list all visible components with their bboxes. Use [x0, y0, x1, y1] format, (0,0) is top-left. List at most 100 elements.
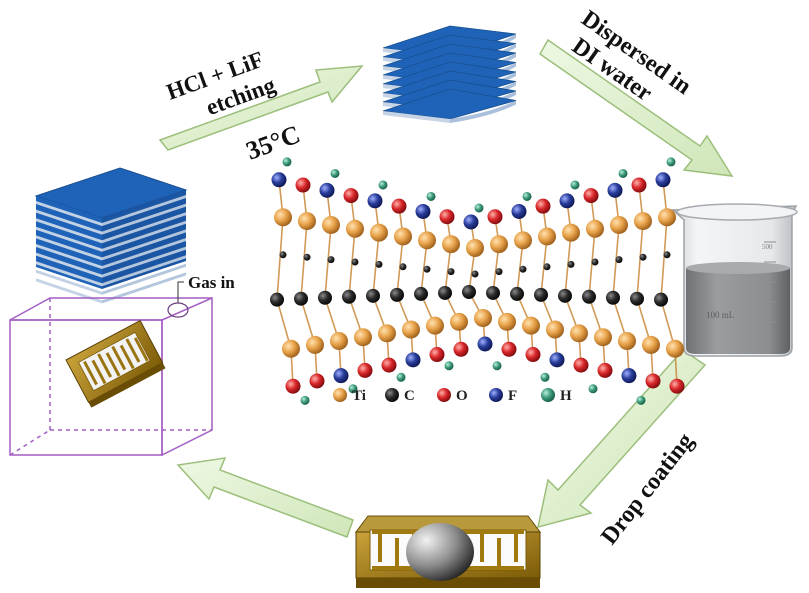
c-atom: [351, 258, 359, 266]
f-atom: [463, 214, 479, 230]
c-atom: [606, 290, 620, 305]
h-atom: [426, 191, 436, 201]
c-atom: [582, 289, 596, 304]
gas-in-label: Gas in: [188, 273, 235, 292]
o-atom: [453, 341, 469, 357]
ti-atom: [322, 215, 340, 234]
ti-atom: [442, 235, 460, 254]
c-atom: [543, 263, 551, 271]
arrow-dispersion: [539, 38, 734, 177]
ti-atom: [274, 208, 292, 227]
process-arrows: [158, 38, 734, 538]
ti-atom: [354, 328, 372, 347]
max-phase-stack: [34, 167, 188, 304]
c-atom: [390, 287, 404, 302]
c-atom: [462, 285, 476, 299]
ti-atom: [394, 227, 412, 246]
legend-label-o: O: [456, 388, 468, 404]
c-atom: [270, 292, 284, 307]
gas-chamber: [9, 281, 213, 457]
c-atom: [654, 292, 668, 307]
beaker-volume-label: 100 mL: [706, 310, 734, 320]
f-atom: [559, 193, 575, 209]
ti-atom: [450, 312, 468, 331]
o-atom: [391, 198, 407, 214]
o-atom: [631, 177, 647, 193]
legend-label-ti: Ti: [352, 388, 366, 404]
ti-atom: [402, 320, 420, 339]
o-atom: [501, 341, 517, 357]
f-atom: [549, 352, 565, 368]
c-atom: [342, 289, 356, 304]
o-atom: [357, 362, 373, 378]
f-atom: [271, 172, 287, 188]
f-atom: [511, 203, 527, 219]
oxygen-atom-icon: [437, 388, 451, 402]
ti-atom: [514, 231, 532, 250]
ti-atom: [466, 239, 484, 257]
c-atom: [423, 265, 431, 273]
ti-atom: [570, 324, 588, 343]
sensor-in-chamber: [65, 319, 166, 408]
f-atom: [655, 172, 671, 188]
h-atom: [396, 372, 406, 382]
legend-label-c: C: [404, 388, 415, 404]
ti-atom: [306, 335, 324, 354]
ti-atom: [538, 227, 556, 246]
ti-atom: [658, 208, 676, 227]
h-atom: [636, 395, 646, 405]
ti-atom: [666, 339, 684, 358]
h-atom: [666, 157, 676, 167]
arrow-sensor-assembly: [176, 457, 354, 538]
h-atom: [522, 191, 532, 201]
o-atom: [439, 209, 455, 225]
c-atom: [486, 285, 500, 300]
o-atom: [535, 198, 551, 214]
c-atom: [471, 270, 479, 278]
c-atom: [591, 258, 599, 266]
h-atom: [378, 180, 388, 190]
f-atom: [621, 368, 637, 384]
h-atom: [474, 203, 484, 213]
ti-atom: [610, 215, 628, 234]
c-atom: [615, 256, 623, 264]
h-atom: [282, 157, 292, 167]
h-atom: [348, 384, 358, 394]
o-atom: [309, 373, 325, 389]
beaker-icon: 500 100 mL: [671, 203, 798, 357]
f-atom: [367, 193, 383, 209]
ti-atom: [426, 316, 444, 335]
f-atom: [405, 352, 421, 368]
temperature-label: 35°C: [242, 120, 304, 166]
ti-atom: [642, 335, 660, 354]
arrow-etching: [158, 65, 364, 151]
c-atom: [519, 265, 527, 273]
ti-atom: [522, 316, 540, 335]
c-atom: [534, 287, 548, 302]
h-atom: [588, 384, 598, 394]
c-atom: [414, 286, 428, 301]
o-atom: [669, 378, 685, 394]
c-atom: [495, 268, 503, 276]
ti-atom: [474, 309, 492, 327]
h-atom: [330, 168, 340, 178]
ti-atom: [370, 223, 388, 242]
ti-atom: [634, 212, 652, 231]
c-atom: [510, 286, 524, 301]
h-atom: [618, 168, 628, 178]
ti-atom: [594, 328, 612, 347]
c-atom: [639, 253, 647, 261]
fluorine-atom-icon: [489, 388, 503, 402]
c-atom: [327, 256, 335, 264]
f-atom: [607, 182, 623, 198]
f-atom: [319, 182, 335, 198]
c-atom: [366, 288, 380, 303]
c-atom: [630, 291, 644, 306]
o-atom: [573, 357, 589, 373]
ti-atom: [618, 332, 636, 351]
ti-atom: [346, 219, 364, 238]
legend-label-f: F: [508, 388, 517, 404]
f-atom: [333, 368, 349, 384]
ti-atom: [330, 332, 348, 351]
